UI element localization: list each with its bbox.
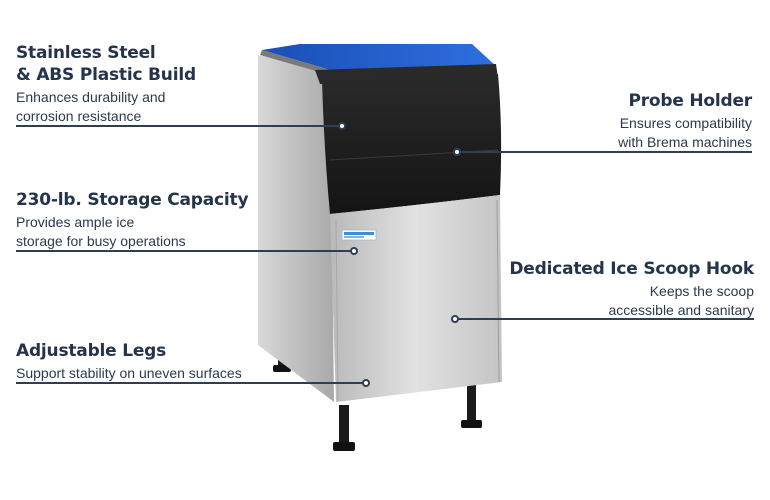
- callout-build-material: Stainless Steel & ABS Plastic Build Enha…: [16, 42, 196, 126]
- title-line: Adjustable Legs: [16, 341, 167, 361]
- title-line: Probe Holder: [628, 91, 752, 111]
- title-line: Stainless Steel: [16, 43, 156, 63]
- desc-line: Provides ample ice: [16, 214, 135, 230]
- callout-line-probe: [460, 151, 752, 153]
- callout-dot-legs: [362, 379, 370, 387]
- desc-line: accessible and sanitary: [608, 302, 754, 318]
- callout-adjustable-legs: Adjustable Legs Support stability on une…: [16, 340, 242, 383]
- callout-line-build: [16, 125, 342, 127]
- callout-description: Provides ample ice storage for busy oper…: [16, 213, 248, 251]
- callout-scoop-hook: Dedicated Ice Scoop Hook Keeps the scoop…: [509, 258, 754, 320]
- callout-dot-scoop: [451, 315, 459, 323]
- callout-probe-holder: Probe Holder Ensures compatibility with …: [618, 90, 752, 152]
- callout-title: Adjustable Legs: [16, 340, 242, 362]
- title-line: Dedicated Ice Scoop Hook: [509, 259, 754, 279]
- callout-line-legs: [16, 382, 364, 384]
- desc-line: storage for busy operations: [16, 233, 186, 249]
- ice-door: [322, 74, 502, 214]
- callout-dot-probe: [453, 148, 461, 156]
- title-line: 230-lb. Storage Capacity: [16, 190, 249, 210]
- side-panel: [258, 55, 334, 402]
- callout-storage-capacity: 230-lb. Storage Capacity Provides ample …: [16, 189, 249, 251]
- bin-interior: [262, 44, 496, 70]
- leg-back-right: [461, 385, 482, 428]
- callout-line-scoop: [458, 318, 754, 320]
- callout-description: Support stability on uneven surfaces: [16, 364, 242, 383]
- desc-line: Ensures compatibility: [619, 115, 752, 131]
- callout-title: 230-lb. Storage Capacity: [16, 189, 249, 211]
- callout-dot-storage: [350, 247, 358, 255]
- desc-line: corrosion resistance: [16, 108, 142, 124]
- callout-dot-build: [338, 122, 346, 130]
- title-line: & ABS Plastic Build: [16, 65, 196, 85]
- callout-description: Keeps the scoop accessible and sanitary: [509, 282, 754, 320]
- callout-description: Enhances durability and corrosion resist…: [16, 88, 196, 126]
- callout-title: Dedicated Ice Scoop Hook: [509, 258, 754, 280]
- callout-line-storage: [16, 250, 352, 252]
- front-panel: [330, 195, 502, 402]
- brand-badge: [341, 229, 377, 241]
- desc-line: Support stability on uneven surfaces: [16, 365, 242, 381]
- leg-front-left: [333, 405, 355, 451]
- callout-title: Probe Holder: [618, 90, 752, 112]
- callout-title: Stainless Steel & ABS Plastic Build: [16, 42, 196, 86]
- desc-line: Enhances durability and: [16, 89, 166, 105]
- callout-description: Ensures compatibility with Brema machine…: [618, 114, 752, 152]
- desc-line: Keeps the scoop: [649, 283, 754, 299]
- desc-line: with Brema machines: [618, 134, 752, 150]
